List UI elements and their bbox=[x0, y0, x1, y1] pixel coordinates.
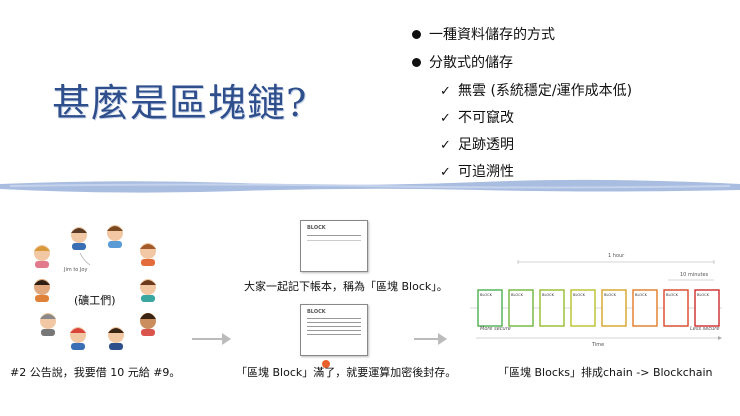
chain-block-label: BLOCK bbox=[604, 293, 617, 297]
blockchain-caption: 「區塊 Blocks」排成chain -> Blockchain bbox=[498, 366, 713, 379]
lock-seal-icon bbox=[322, 360, 330, 368]
chain-block: BLOCK bbox=[570, 289, 596, 327]
check-text: 可追溯性 bbox=[458, 164, 514, 180]
blockchain-diagram: BLOCK BLOCK BLOCK BLOCK BLOCK BLOCK BLOCK BLOCK bbox=[466, 250, 726, 360]
bullet-dot-icon bbox=[412, 29, 421, 39]
flow-arrow-1 bbox=[192, 338, 222, 340]
chain-block: BLOCK bbox=[694, 289, 720, 327]
flow-arrow-2 bbox=[414, 338, 438, 340]
brushstroke-divider bbox=[0, 179, 740, 193]
check-text: 足跡透明 bbox=[458, 137, 514, 153]
avatar-node-9 bbox=[40, 313, 56, 336]
chain-block-label: BLOCK bbox=[635, 293, 648, 297]
checkmark-icon: ✓ bbox=[440, 111, 451, 126]
card-title: BLOCK bbox=[307, 225, 326, 231]
chain-block-label: BLOCK bbox=[573, 293, 586, 297]
avatar-node-5 bbox=[140, 279, 156, 302]
blockchain-svg: BLOCK BLOCK BLOCK BLOCK BLOCK BLOCK BLOCK BLOCK bbox=[470, 260, 722, 340]
avatar-node-7 bbox=[108, 327, 124, 350]
avatar-node-4 bbox=[140, 243, 156, 266]
check-item-2: ✓ 不可竄改 bbox=[440, 107, 514, 127]
one-hour-label: 1 hour bbox=[608, 253, 625, 259]
checkmark-icon: ✓ bbox=[440, 138, 451, 153]
announce-label: Jim to Joy bbox=[64, 267, 88, 273]
less-secure-label: Less secure bbox=[690, 326, 720, 332]
time-axis-label: Time bbox=[592, 342, 605, 348]
check-item-1: ✓ 無雲 (系統穩定/運作成本低) bbox=[440, 80, 632, 100]
ten-minutes-label: 10 minutes bbox=[680, 272, 709, 278]
check-text: 無雲 (系統穩定/運作成本低) bbox=[458, 83, 633, 99]
check-item-4: ✓ 可追溯性 bbox=[440, 161, 514, 181]
chain-block: BLOCK bbox=[477, 289, 503, 327]
chain-block-label: BLOCK bbox=[480, 293, 493, 297]
arrow-right-icon bbox=[438, 333, 447, 345]
chain-block: BLOCK bbox=[539, 289, 565, 327]
checkmark-icon: ✓ bbox=[440, 165, 451, 180]
chain-block-label: BLOCK bbox=[697, 293, 710, 297]
avatar-node-8 bbox=[70, 327, 86, 350]
avatar-node-2 bbox=[71, 227, 87, 250]
avatar-node-6 bbox=[140, 313, 156, 336]
arrow-right-icon bbox=[222, 333, 231, 345]
bullet-text: 一種資料儲存的方式 bbox=[429, 27, 555, 43]
bullet-item-2: 分散式的儲存 bbox=[412, 52, 513, 72]
bullet-dot-icon bbox=[412, 57, 421, 67]
ledger-caption-bottom: 「區塊 Block」滿了，就要運算加密後封存。 bbox=[236, 366, 457, 379]
ledger-card-top: BLOCK bbox=[300, 220, 368, 272]
avatar-node-1 bbox=[34, 245, 50, 268]
avatar-node-3 bbox=[107, 225, 123, 248]
bullet-text: 分散式的儲存 bbox=[429, 55, 513, 71]
miners-caption: #2 公告說，我要借 10 元給 #9。 bbox=[10, 366, 181, 379]
chain-block-label: BLOCK bbox=[511, 293, 524, 297]
ledger-caption-top: 大家一起記下帳本，稱為「區塊 Block」。 bbox=[244, 280, 448, 293]
more-secure-label: More secure bbox=[480, 326, 511, 332]
chain-block-label: BLOCK bbox=[542, 293, 555, 297]
avatar-node-10 bbox=[34, 279, 50, 302]
check-text: 不可竄改 bbox=[458, 110, 514, 126]
announce-arrow bbox=[79, 252, 91, 266]
ledger-card-bottom: BLOCK bbox=[300, 304, 368, 356]
miners-diagram bbox=[20, 215, 180, 355]
chain-block: BLOCK bbox=[601, 289, 627, 327]
check-item-3: ✓ 足跡透明 bbox=[440, 134, 514, 154]
chain-block: BLOCK bbox=[632, 289, 658, 327]
page-title: 甚麼是區塊鏈? bbox=[52, 81, 308, 125]
miners-center-label: (礦工們) bbox=[74, 294, 116, 307]
chain-block-label: BLOCK bbox=[666, 293, 679, 297]
chain-block: BLOCK bbox=[663, 289, 689, 327]
chain-block: BLOCK bbox=[508, 289, 534, 327]
card-title: BLOCK bbox=[307, 309, 326, 315]
checkmark-icon: ✓ bbox=[440, 84, 451, 99]
bullet-item-1: 一種資料儲存的方式 bbox=[412, 24, 555, 44]
